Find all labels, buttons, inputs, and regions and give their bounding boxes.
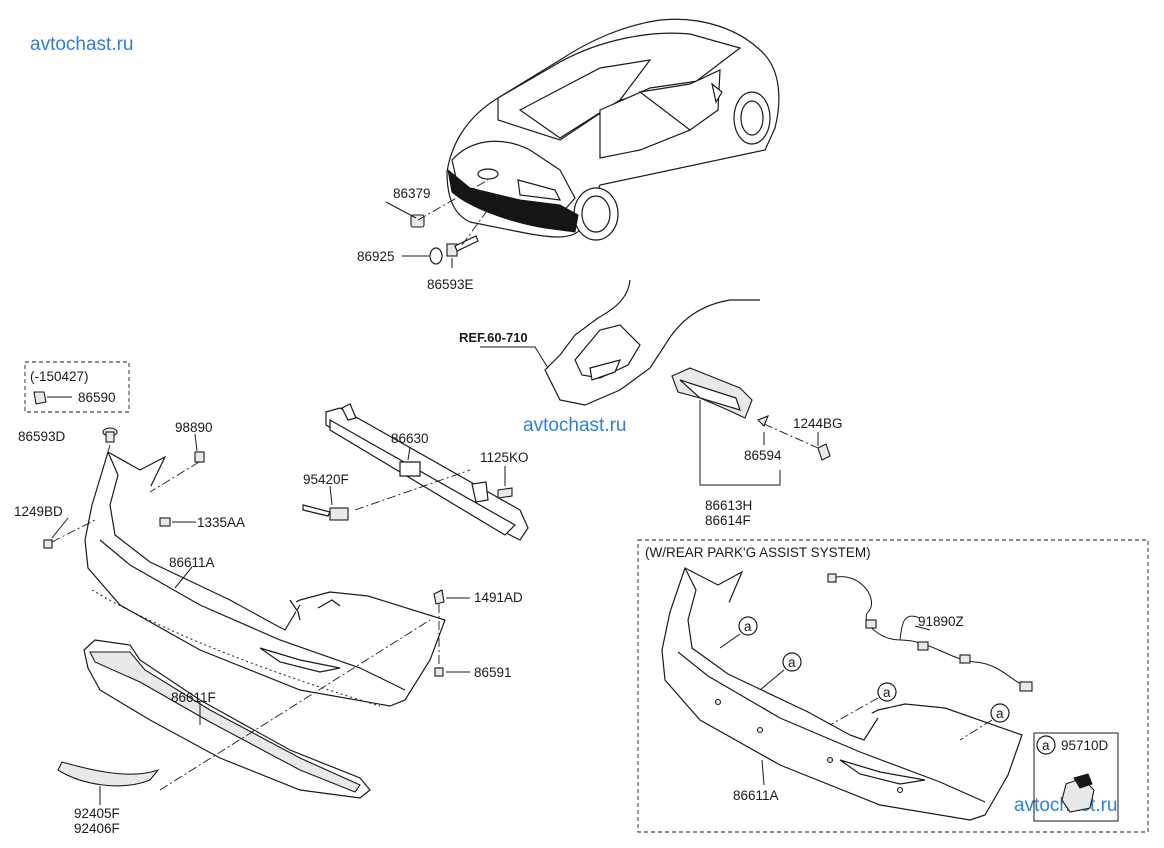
label-92405f: 92405F: [74, 806, 120, 821]
label-1125ko: 1125KO: [480, 450, 529, 465]
park-assist-option-box: [637, 539, 1149, 833]
label-86593d: 86593D: [18, 429, 66, 444]
clip-86593d: [102, 427, 118, 443]
beam-86630: [325, 403, 529, 541]
label-86594: 86594: [744, 448, 782, 463]
label-91890z: 91890Z: [918, 614, 964, 629]
label-86590: 86590: [78, 390, 116, 405]
lower-diffuser-86611f: [83, 639, 371, 799]
label-98890: 98890: [175, 420, 213, 435]
svg-text:a: a: [996, 706, 1004, 721]
svg-text:a: a: [788, 655, 796, 670]
label-95420f: 95420F: [303, 472, 349, 487]
label-1244bg: 1244BG: [793, 416, 843, 431]
label-86611a-option: 86611A: [733, 788, 779, 803]
label-86591: 86591: [474, 665, 512, 680]
watermark-center: avtochast.ru: [523, 415, 627, 436]
clip-1491ad: [433, 589, 445, 605]
clip-86594: [757, 415, 769, 427]
sensor-95420f: [302, 504, 349, 521]
screw-86591: [434, 667, 444, 677]
svg-text:a: a: [1042, 738, 1050, 753]
label-86614f: 86614F: [705, 513, 751, 528]
label-92406f: 92406F: [74, 821, 120, 836]
marker-a-bracket: a: [1036, 735, 1056, 755]
cap-86925: [429, 247, 443, 265]
marker-a-2: a: [782, 652, 802, 672]
screw-1125ko: [497, 487, 513, 499]
label-1249bd: 1249BD: [14, 504, 63, 519]
label-1335aa: 1335AA: [197, 515, 245, 530]
sensor-bracket-box: [1033, 732, 1119, 822]
bumper-cover-86611a: [84, 451, 446, 707]
label-86611f: 86611F: [171, 690, 216, 705]
svg-text:a: a: [744, 619, 752, 634]
label-86611a: 86611A: [169, 555, 215, 570]
clip-86590: [33, 391, 47, 405]
date-range-box: [24, 361, 130, 413]
label-95710d: 95710D: [1061, 738, 1109, 753]
label-86630: 86630: [391, 431, 429, 446]
bracket-86613h: [671, 367, 753, 419]
clip-98890: [194, 451, 205, 463]
label-86613h: 86613H: [705, 498, 752, 513]
watermark-top-left: avtochast.ru: [30, 34, 134, 55]
park-assist-title: (W/REAR PARK'G ASSIST SYSTEM): [645, 545, 871, 560]
clip-1335aa: [159, 517, 171, 527]
screw-1244bg: [817, 443, 831, 461]
date-range-label: (-150427): [30, 369, 89, 384]
screw-86593e: [446, 235, 479, 257]
label-1491ad: 1491AD: [474, 590, 523, 605]
sensor-bracket-95710d: [1061, 773, 1095, 813]
wiring-harness-91890z: [827, 573, 1033, 692]
screw-1249bd: [43, 539, 53, 549]
bumper-cover-with-sensors: [661, 567, 1023, 821]
marker-a-4: a: [990, 703, 1010, 723]
label-86925: 86925: [357, 249, 395, 264]
marker-a-1: a: [738, 616, 758, 636]
label-86379: 86379: [393, 186, 431, 201]
rear-quarter-panel: [544, 279, 760, 406]
reflector-92405f: [57, 761, 160, 787]
svg-text:a: a: [883, 685, 891, 700]
reference-label: REF.60-710: [459, 330, 528, 345]
car-illustration: [446, 18, 780, 241]
marker-a-3: a: [877, 682, 897, 702]
label-86593e: 86593E: [427, 277, 474, 292]
